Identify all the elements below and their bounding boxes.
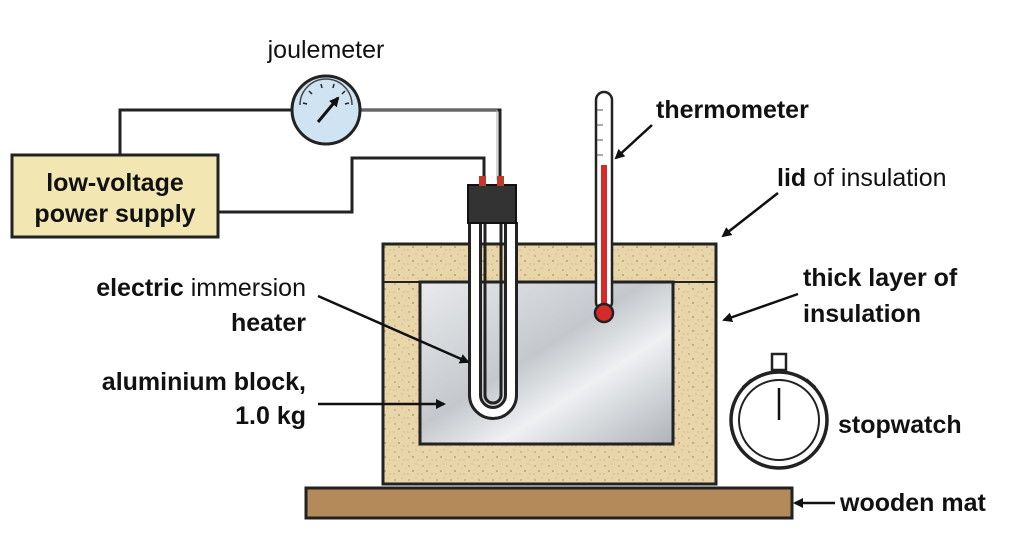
thermometer-bulb — [593, 302, 615, 324]
lid-arrow — [721, 192, 779, 238]
heater-arrow — [317, 294, 470, 364]
thermometer-scale — [597, 109, 603, 156]
joulemeter-needle — [316, 96, 340, 123]
wire-joulemeter-to-heater-inner — [360, 109, 498, 180]
wire-supply-to-heater — [218, 156, 486, 214]
heater-label-line2: heater — [231, 309, 306, 337]
joulemeter-label: joulemeter — [267, 36, 385, 64]
thermometer-liquid — [601, 165, 607, 310]
lid-label-rest: of insulation — [806, 164, 946, 192]
stopwatch-label: stopwatch — [838, 411, 962, 439]
power-supply: low-voltage power supply — [10, 153, 220, 239]
joulemeter: joulemeter — [267, 36, 385, 146]
heater-head — [467, 184, 517, 224]
wooden-mat — [304, 486, 794, 520]
mat-label: wooden mat — [839, 489, 987, 517]
block-label-line2: 1.0 kg — [235, 402, 306, 430]
block-label-line1: aluminium block, — [102, 368, 306, 396]
power-supply-label-line2: power supply — [34, 200, 195, 228]
thermometer-arrow — [614, 124, 653, 160]
thermometer-label: thermometer — [656, 96, 809, 124]
aluminium-block — [418, 280, 675, 446]
heater-terminal-left — [479, 176, 486, 186]
insulation-arrow — [722, 292, 799, 323]
heater-label-bold: electric — [96, 274, 184, 302]
wire-joulemeter-to-heater — [360, 108, 502, 180]
power-supply-label-line1: low-voltage — [46, 169, 184, 197]
heater-terminal-right — [497, 176, 504, 186]
gauge-dial-icon — [302, 83, 350, 105]
heater-label-line1: electric immersion — [96, 274, 306, 302]
insulation-label-line1: thick layer of — [803, 264, 958, 292]
wire-supply-to-joulemeter — [118, 108, 292, 155]
insulation-label-line2: insulation — [803, 300, 921, 328]
immersion-heater — [467, 176, 518, 420]
thermometer — [593, 90, 615, 324]
stopwatch-icon — [729, 352, 829, 470]
lid-label-bold: lid — [777, 164, 806, 192]
lid-label: lid of insulation — [777, 164, 947, 192]
heater-label-rest: immersion — [184, 274, 306, 302]
